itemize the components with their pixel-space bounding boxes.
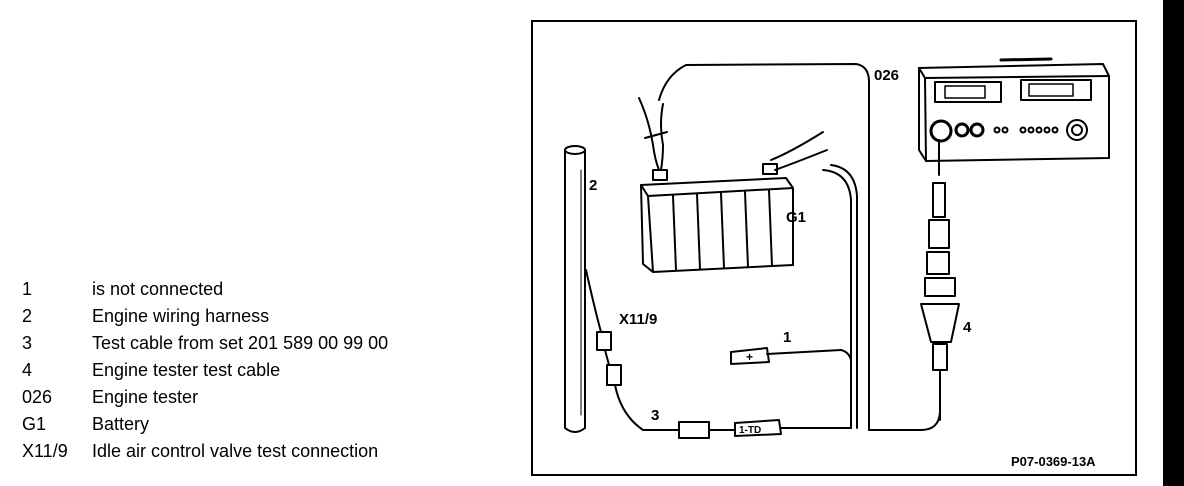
legend: 1 is not connected 2 Engine wiring harne…: [22, 280, 492, 469]
legend-row: X11/9 Idle air control valve test connec…: [22, 442, 492, 469]
unconnected-clip-1: +: [730, 347, 852, 365]
wiring-diagram: + 026 G1 2 X11/9 1 3 4 1-TD P07-0369-13A: [564, 57, 1110, 469]
legend-key: G1: [22, 414, 47, 434]
legend-desc: Battery: [92, 414, 150, 434]
legend-row: 4 Engine tester test cable: [22, 361, 492, 388]
legend-row: 3 Test cable from set 201 589 00 99 00: [22, 334, 492, 361]
label-g1: G1: [786, 209, 806, 226]
engine-tester-026: [918, 57, 1110, 162]
figure-id: P07-0369-13A: [1011, 454, 1096, 469]
legend-desc: Engine tester test cable: [92, 360, 281, 380]
legend-row: 026 Engine tester: [22, 388, 492, 415]
label-3: 3: [651, 407, 659, 424]
label-2: 2: [589, 177, 597, 194]
legend-key: 3: [22, 333, 33, 353]
legend-row: G1 Battery: [22, 415, 492, 442]
tester-test-cable: [868, 139, 960, 431]
legend-key: X11/9: [22, 441, 68, 461]
legend-desc: Idle air control valve test connection: [92, 441, 379, 461]
battery-clamps: [638, 63, 870, 431]
label-1: 1: [783, 329, 791, 346]
right-edge-bar: [1163, 0, 1184, 486]
label-026: 026: [874, 67, 899, 84]
legend-row: 1 is not connected: [22, 280, 492, 307]
legend-desc: Engine tester: [92, 387, 199, 407]
label-4: 4: [963, 319, 972, 336]
engine-wiring-harness: [564, 145, 586, 433]
legend-key: 4: [22, 360, 33, 380]
legend-desc: Engine wiring harness: [92, 306, 270, 326]
legend-desc: Test cable from set 201 589 00 99 00: [92, 333, 389, 353]
svg-text:+: +: [746, 350, 753, 364]
label-x11-9: X11/9: [619, 311, 657, 328]
diagram-frame: [531, 20, 1137, 476]
legend-key: 1: [22, 279, 33, 299]
legend-row: 2 Engine wiring harness: [22, 307, 492, 334]
legend-desc: is not connected: [92, 279, 224, 299]
clip-label: 1-TD: [739, 425, 761, 436]
legend-key: 026: [22, 387, 53, 407]
battery-g1: [640, 163, 794, 273]
legend-key: 2: [22, 306, 33, 326]
test-connection-x11-9: [585, 269, 852, 439]
